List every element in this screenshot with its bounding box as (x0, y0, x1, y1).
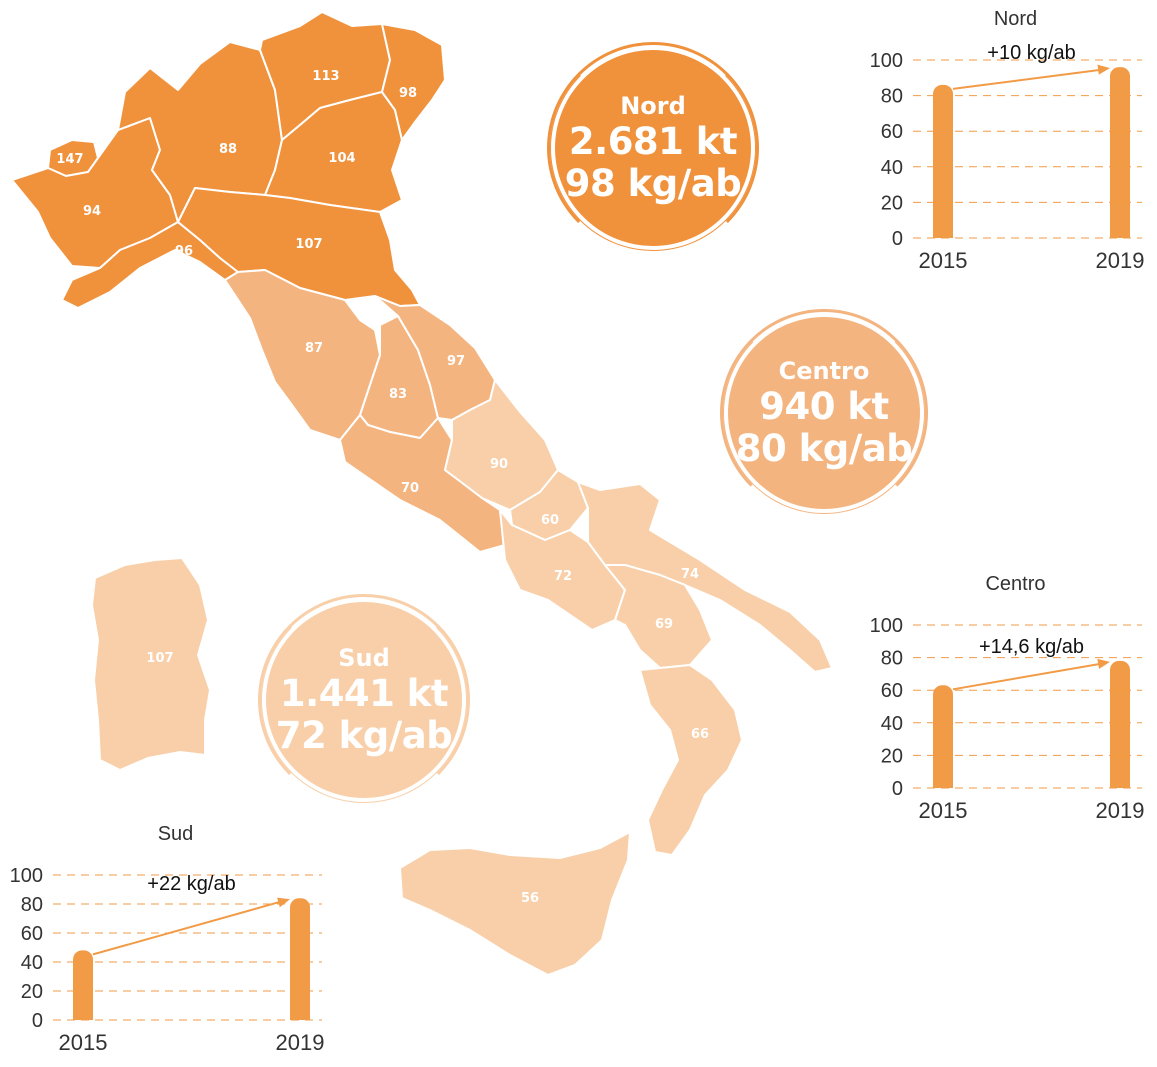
badge-ring-inner (550, 45, 756, 251)
chart-title: Centro (985, 573, 1045, 595)
region-value-lazio: 70 (401, 481, 419, 496)
y-tick-label: 80 (881, 86, 903, 108)
region-value-piemonte: 94 (83, 204, 101, 219)
trend-arrow-head (277, 897, 290, 908)
delta-annotation: +14,6 kg/ab (979, 636, 1084, 658)
badge-ring (258, 594, 470, 806)
delta-annotation: +10 kg/ab (987, 42, 1075, 64)
chart-title: Sud (158, 823, 194, 845)
badge-ring (720, 309, 928, 517)
trend-arrow (952, 661, 1107, 691)
region-sicilia[interactable] (399, 831, 631, 976)
x-tick-label: 2015 (59, 1030, 108, 1055)
bar-base (933, 778, 953, 788)
x-tick-label: 2019 (276, 1030, 325, 1055)
trend-arrow (952, 68, 1107, 90)
chart-title: Nord (994, 8, 1037, 30)
bar-base (290, 1010, 310, 1020)
bar-base (1110, 228, 1130, 238)
y-tick-label: 20 (881, 745, 903, 767)
y-tick-label: 40 (881, 157, 903, 179)
region-value-campania: 72 (554, 569, 572, 584)
x-tick-label: 2019 (1096, 798, 1145, 823)
x-tick-label: 2015 (919, 248, 968, 273)
region-value-sicilia: 56 (521, 891, 539, 906)
y-tick-label: 0 (892, 778, 903, 800)
bar-base (1110, 778, 1130, 788)
trend-arrow-head (1097, 64, 1110, 75)
chart-sud: Sud 0 20 40 60 80 100 2015 2019 +22 kg/ab (0, 815, 330, 1062)
y-tick-label: 60 (21, 923, 43, 945)
region-sardegna[interactable] (91, 557, 211, 771)
chart-nord: Nord 0 20 40 60 80 100 2015 2019 +10 kg/ab (850, 0, 1150, 280)
region-value-basilicata: 69 (655, 617, 673, 632)
trend-arrow (92, 899, 287, 956)
y-tick-label: 80 (21, 894, 43, 916)
sud-total-badge: Sud 1.441 kt 72 kg/ab (258, 594, 470, 806)
region-value-molise: 60 (541, 513, 559, 528)
bar (73, 950, 93, 1020)
y-tick-label: 0 (32, 1010, 43, 1032)
region-friuli[interactable] (381, 23, 446, 141)
region-value-marche: 97 (447, 354, 465, 369)
y-tick-label: 0 (892, 228, 903, 250)
region-value-valle-d-aosta: 147 (56, 152, 83, 167)
y-tick-label: 40 (21, 952, 43, 974)
y-tick-label: 60 (881, 680, 903, 702)
bar (290, 898, 310, 1020)
nord-total-badge: Nord 2.681 kt 98 kg/ab (547, 42, 759, 254)
x-tick-label: 2015 (919, 798, 968, 823)
region-value-lombardia: 88 (219, 142, 237, 157)
chart-centro: Centro 0 20 40 60 80 100 2015 2019 +14,6 kg/ab (850, 565, 1150, 830)
y-tick-label: 80 (881, 648, 903, 670)
bar (933, 685, 953, 788)
region-calabria[interactable] (639, 664, 743, 856)
x-tick-label: 2019 (1096, 248, 1145, 273)
y-tick-label: 100 (870, 50, 903, 72)
y-tick-label: 40 (881, 713, 903, 735)
bar-base (73, 1010, 93, 1020)
y-tick-label: 20 (21, 981, 43, 1003)
region-value-abruzzo: 90 (490, 457, 508, 472)
y-tick-label: 100 (870, 615, 903, 637)
badge-ring-inner (261, 597, 467, 803)
y-tick-label: 20 (881, 192, 903, 214)
bar (933, 84, 953, 238)
region-value-liguria: 96 (175, 244, 193, 259)
centro-total-badge: Centro 940 kt 80 kg/ab (720, 309, 928, 517)
badge-ring-inner (723, 312, 925, 514)
region-value-trentino-alto-adige: 113 (312, 69, 339, 84)
delta-annotation: +22 kg/ab (147, 873, 235, 895)
y-tick-label: 60 (881, 121, 903, 143)
bar (1110, 660, 1130, 788)
region-value-sardegna: 107 (146, 651, 173, 666)
badge-ring (547, 42, 759, 254)
region-liguria[interactable] (61, 221, 239, 309)
bar (1110, 67, 1130, 239)
region-value-puglia: 74 (681, 567, 699, 582)
region-value-veneto: 104 (328, 151, 355, 166)
bar-base (933, 228, 953, 238)
trend-arrow-head (1097, 658, 1110, 669)
region-value-toscana: 87 (305, 341, 323, 356)
y-tick-label: 100 (10, 865, 43, 887)
region-value-calabria: 66 (691, 727, 709, 742)
region-value-umbria: 83 (389, 387, 407, 402)
region-value-friuli-venezia-giulia: 98 (399, 86, 417, 101)
region-value-emilia-romagna: 107 (295, 237, 322, 252)
